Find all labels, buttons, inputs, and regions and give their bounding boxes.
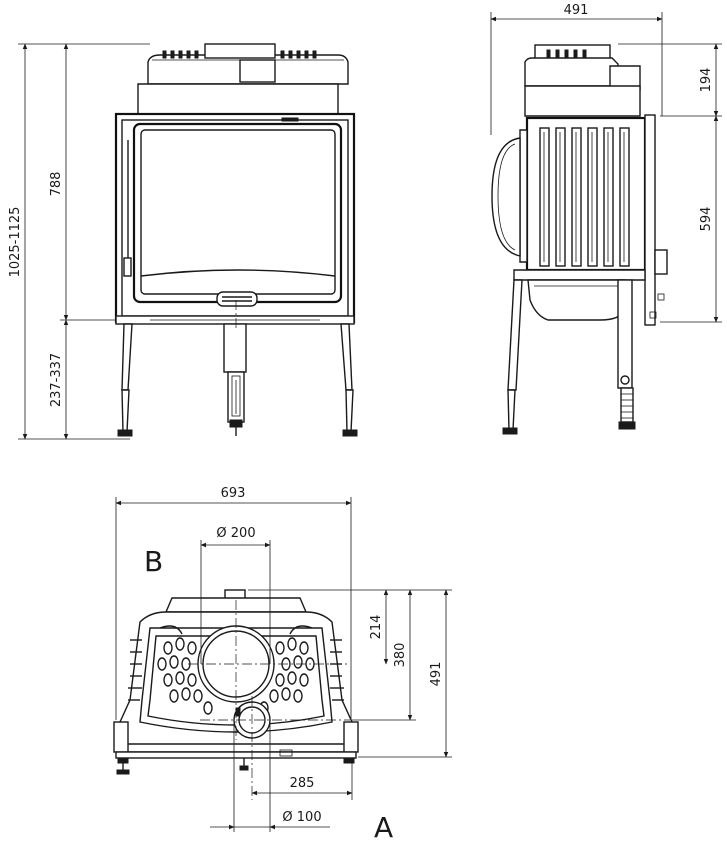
- dim-leg-height: 237-337: [49, 353, 64, 407]
- front-top-vents: [162, 50, 317, 59]
- dim-flue-offset-214: 214: [369, 615, 384, 640]
- dim-flue-offset-380: 380: [393, 643, 408, 668]
- dim-flue-top-diameter: Ø 200: [216, 526, 255, 541]
- side-view: [491, 44, 668, 435]
- side-fins: [539, 127, 630, 267]
- dim-body-height: 788: [49, 172, 64, 197]
- dim-total-height: 1025-1125: [8, 207, 23, 278]
- front-view: [114, 43, 358, 437]
- dim-plan-depth: 491: [429, 662, 444, 687]
- view-label-b: B: [144, 545, 163, 578]
- rear-leg-thread: [621, 393, 633, 419]
- plan-ribs-left: [128, 639, 142, 701]
- plan-view: [113, 589, 359, 800]
- plan-dimensions: 693 Ø 200 214 380 491 285 Ø 100: [115, 486, 452, 832]
- dim-air-inlet-diameter: Ø 100: [282, 810, 321, 825]
- dim-side-body: 594: [699, 207, 714, 232]
- side-dimensions: 491 194 594: [490, 3, 722, 323]
- plan-holes-right: [259, 637, 315, 715]
- plan-holes-left: [157, 637, 213, 715]
- dim-side-depth: 491: [564, 3, 589, 18]
- dim-plan-width: 693: [221, 486, 246, 501]
- view-label-a: A: [374, 811, 393, 844]
- dim-flue-rear-offset: 285: [290, 776, 315, 791]
- front-dimensions: 1025-1125 788 237-337: [8, 43, 150, 440]
- dim-side-top: 194: [699, 68, 714, 93]
